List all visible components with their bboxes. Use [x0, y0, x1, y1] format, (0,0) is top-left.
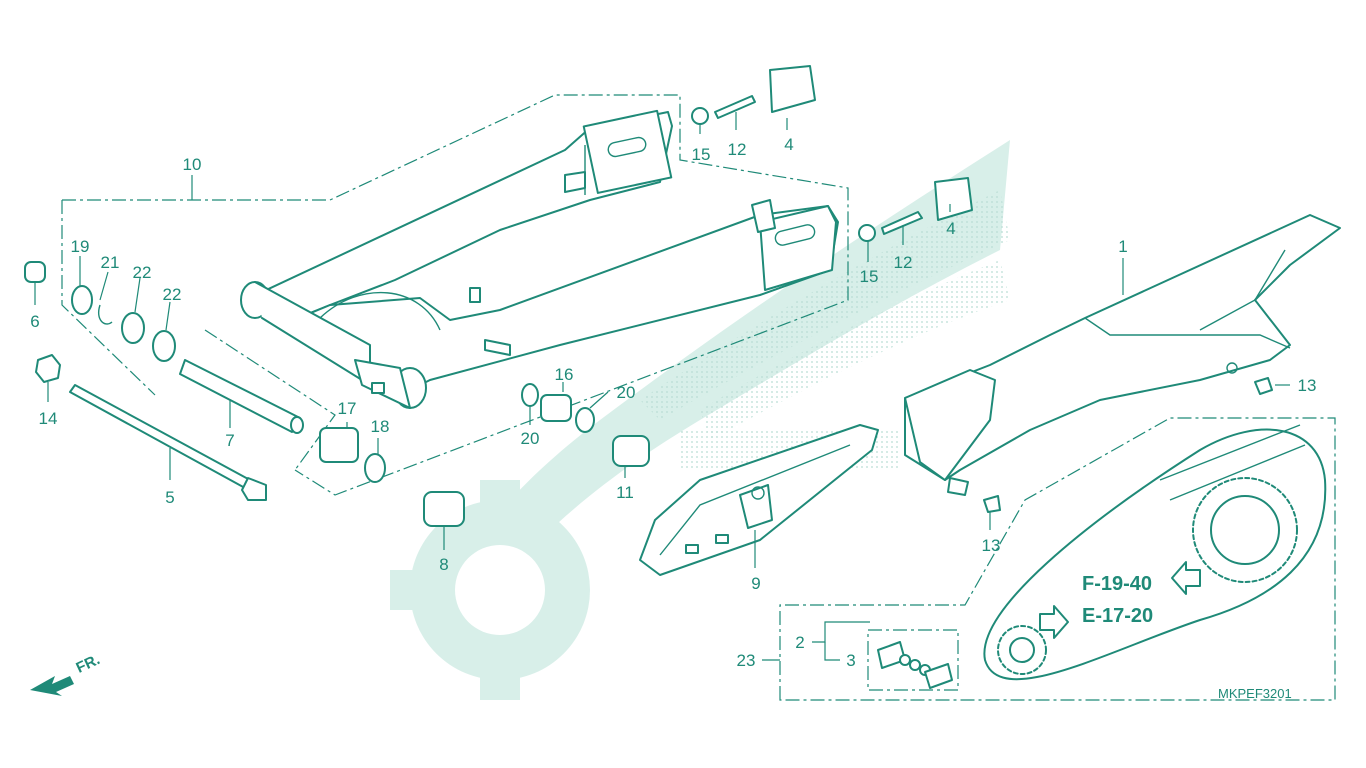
- callout-7: 7: [225, 431, 234, 450]
- leader-lines: [34, 112, 1290, 661]
- callout-13-right: 13: [1298, 376, 1317, 395]
- reference-label-f: F-19-40: [1082, 573, 1152, 595]
- callout-22-right: 22: [163, 285, 182, 304]
- callout-18: 18: [371, 417, 390, 436]
- callout-6: 6: [30, 312, 39, 331]
- callouts: 1 2 3 4 4 5 6 7 8 9 10 11 12 12 13 13 14…: [30, 135, 1316, 670]
- callout-14: 14: [39, 409, 58, 428]
- callout-22-left: 22: [133, 263, 152, 282]
- callout-11: 11: [616, 483, 634, 502]
- group-outline-chain: [779, 417, 1336, 701]
- pivot-bolt: [69, 384, 267, 501]
- arrow-left-icon: [1171, 561, 1201, 595]
- master-link: [877, 641, 953, 689]
- callout-1: 1: [1118, 237, 1127, 256]
- callout-12-top: 12: [728, 140, 747, 159]
- callout-17: 17: [338, 399, 357, 418]
- chain-case: [904, 214, 1341, 496]
- callout-4-lower: 4: [946, 219, 955, 238]
- callout-21: 21: [101, 253, 120, 272]
- callout-19: 19: [71, 237, 90, 256]
- arrow-right-icon: [1039, 605, 1069, 639]
- front-arrow-icon: [30, 676, 74, 696]
- callout-12-lower: 12: [894, 253, 913, 272]
- callout-8: 8: [439, 555, 448, 574]
- callout-9: 9: [751, 574, 760, 593]
- swingarm: [240, 109, 839, 409]
- drive-chain: [983, 424, 1327, 681]
- callout-3: 3: [846, 651, 855, 670]
- callout-16: 16: [555, 365, 574, 384]
- callout-20-right: 20: [617, 383, 636, 402]
- callout-15-top: 15: [692, 145, 711, 164]
- front-direction-indicator: FR.: [30, 651, 103, 696]
- callout-2: 2: [795, 633, 804, 652]
- reference-label-e: E-17-20: [1082, 605, 1153, 627]
- pivot-collar: [179, 359, 304, 434]
- reference-f: F-19-40: [1082, 561, 1201, 595]
- group-outline-swingarm: [61, 94, 849, 496]
- callout-20-left: 20: [521, 429, 540, 448]
- callout-5: 5: [165, 488, 174, 507]
- callout-4-top: 4: [784, 135, 793, 154]
- diagram-code: MKPEF3201: [1218, 686, 1292, 701]
- callout-10: 10: [183, 155, 202, 174]
- reference-e: E-17-20: [1039, 605, 1153, 639]
- callout-23: 23: [737, 651, 756, 670]
- callout-13-lower: 13: [982, 536, 1001, 555]
- chain-slider: [639, 424, 879, 576]
- front-label: FR.: [74, 651, 103, 677]
- small-parts: [24, 65, 1273, 527]
- callout-15-lower: 15: [860, 267, 879, 286]
